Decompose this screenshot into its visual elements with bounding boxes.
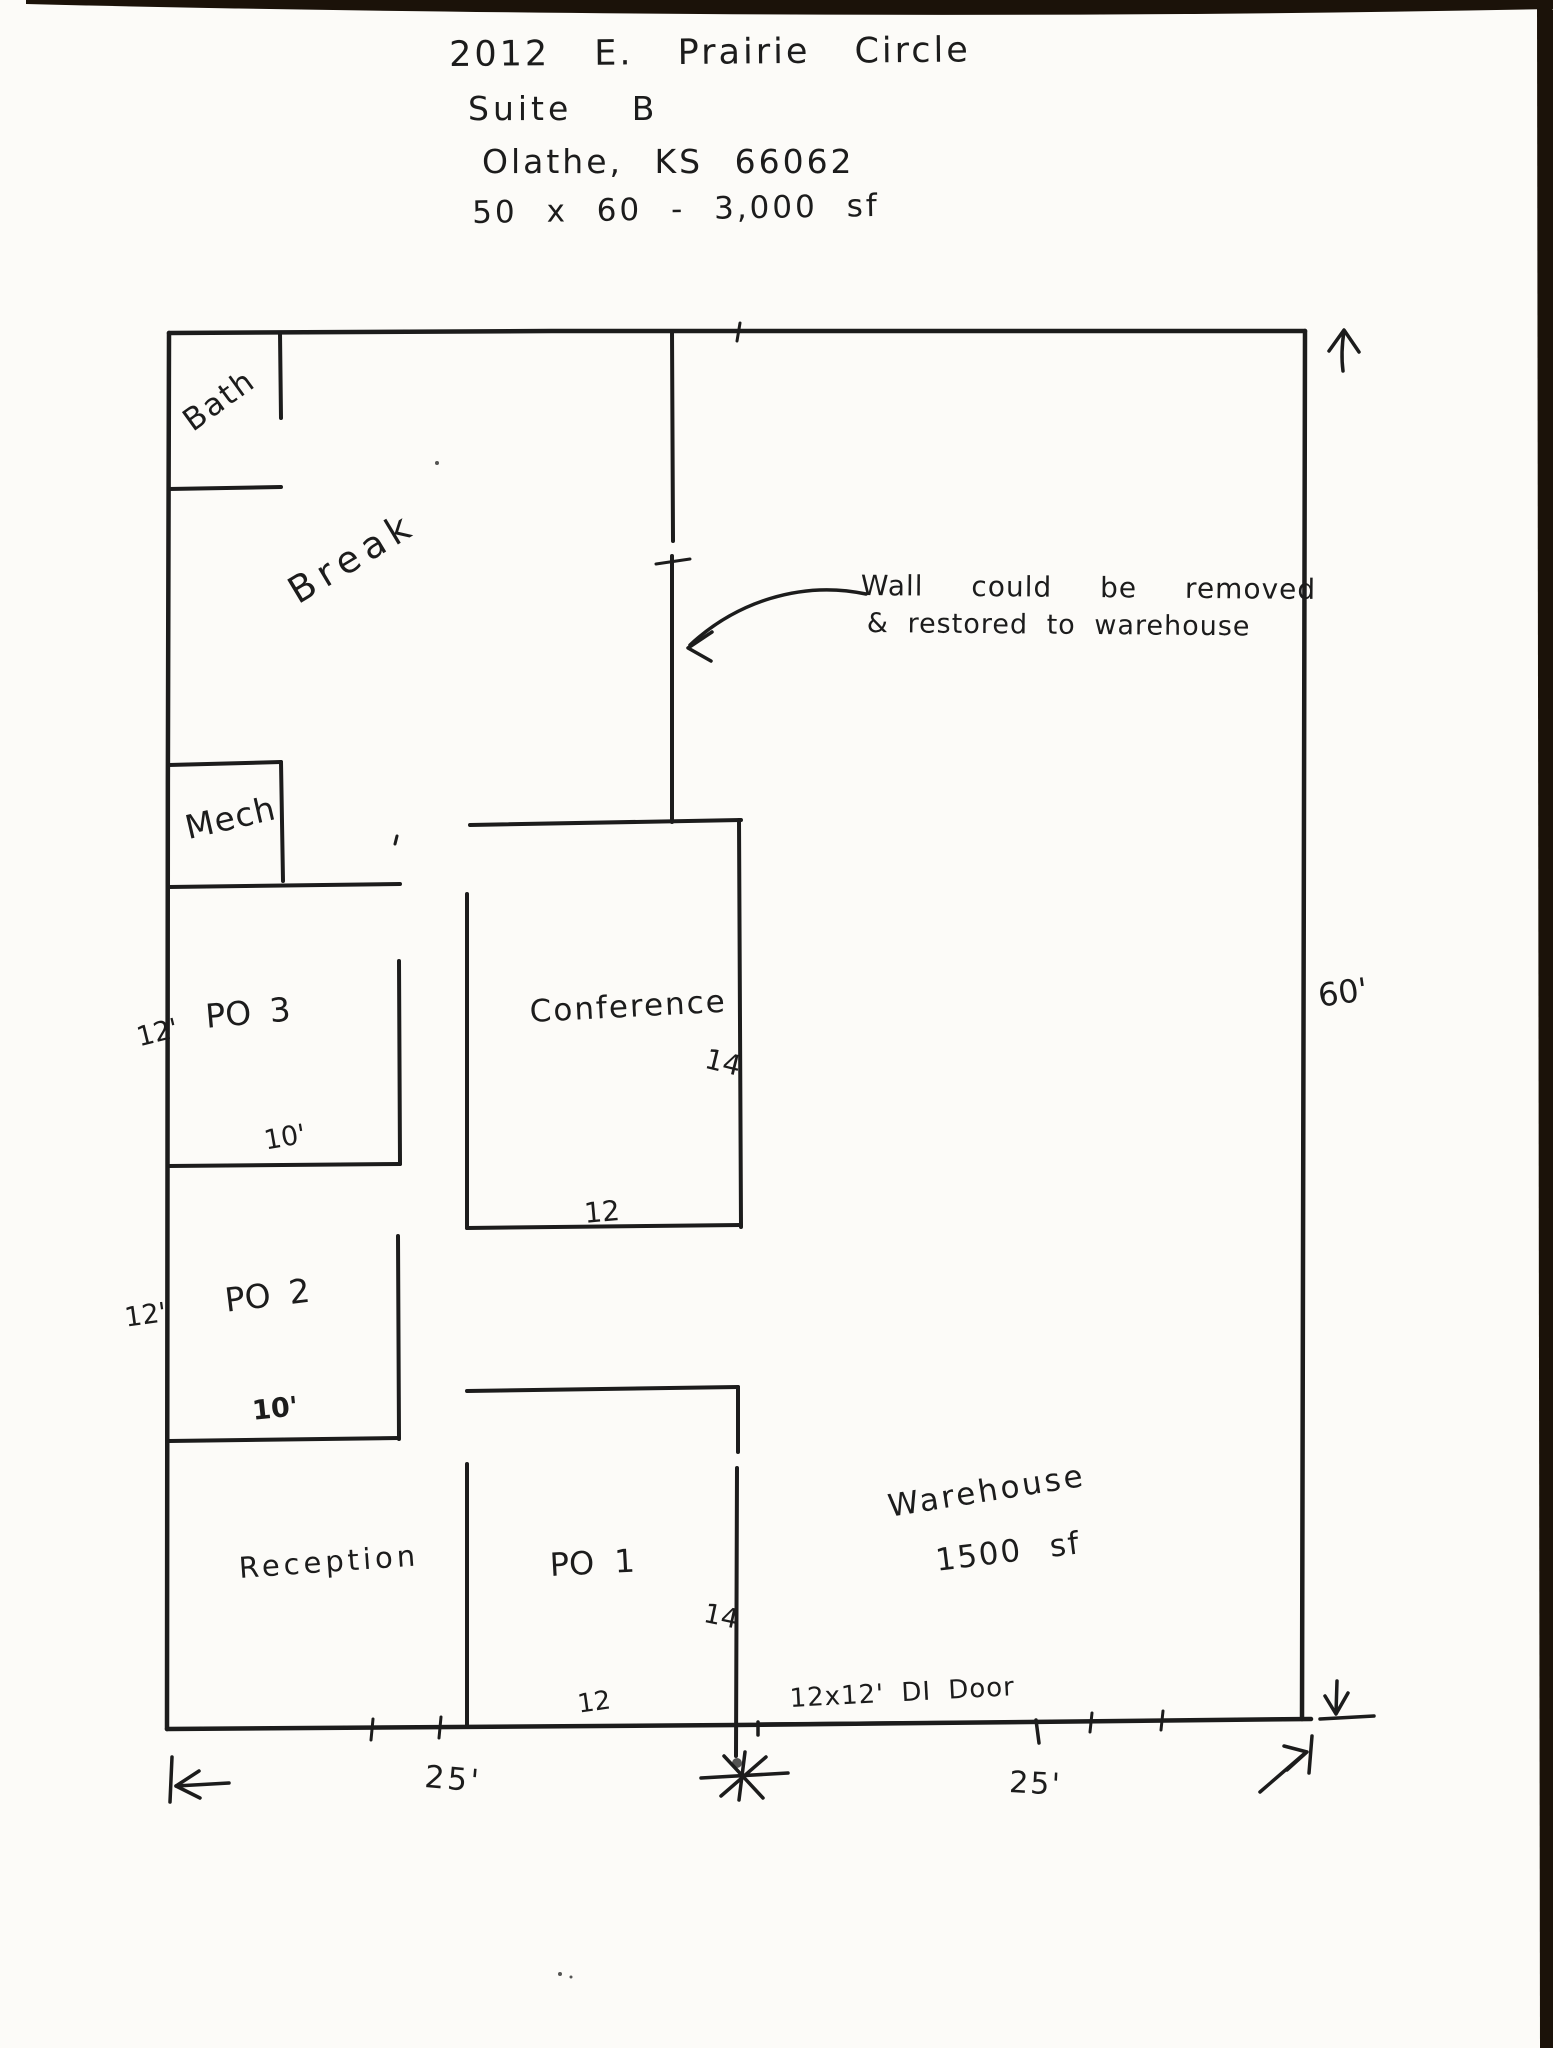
scan-edge-top <box>26 0 1553 15</box>
wall-tick <box>1159 1709 1165 1732</box>
break-warehouse-wall-upper <box>670 329 675 543</box>
header-size: 50 x 60 - 3,000 sf <box>471 187 881 231</box>
dim-po2-depth: 12' <box>122 1297 169 1334</box>
conference-top-wall <box>468 818 743 827</box>
dim-conference-width: 12 <box>582 1193 622 1230</box>
wall-cross-tick <box>654 557 692 566</box>
bath-right-wall <box>278 331 283 420</box>
paper-speck <box>569 1975 573 1979</box>
down-arrow-icon <box>1318 1679 1376 1721</box>
header-city: Olathe, KS 66062 <box>482 142 855 181</box>
conference-right-wall <box>737 818 743 1229</box>
paper-speck <box>435 461 439 465</box>
dim-po2-width: 10' <box>250 1391 300 1427</box>
room-label-po3: PO 3 <box>203 989 293 1036</box>
right-arrow-icon <box>1258 1734 1314 1794</box>
dimension-arrows <box>168 328 1376 1804</box>
header-address: 2012 E. Prairie Circle <box>448 30 971 75</box>
po2-bottom-wall <box>167 1436 401 1443</box>
outline-right-wall <box>1299 328 1308 1722</box>
room-label-po2: PO 2 <box>222 1270 313 1320</box>
wall-tick <box>1088 1711 1094 1734</box>
up-arrow-icon <box>1327 328 1361 373</box>
door-line <box>756 1720 1039 1726</box>
interior-walls <box>167 321 743 1758</box>
outline-top-wall <box>166 328 1308 336</box>
annotation-arrow-icon <box>686 588 868 663</box>
mech-right-wall <box>279 760 285 883</box>
header-suite: Suite B <box>468 89 659 128</box>
bottom-wall-ticks <box>369 1709 1165 1742</box>
annotation-line2: & restored to warehouse <box>866 608 1251 643</box>
bath-bottom-wall <box>167 485 283 491</box>
door-marking <box>756 1718 1041 1745</box>
po3-right-wall <box>397 959 402 1166</box>
top-wall-tick <box>735 321 742 343</box>
dim-po1-width: 12 <box>575 1685 613 1720</box>
paper-speck <box>558 1972 562 1976</box>
left-arrow-icon <box>168 1755 231 1804</box>
dim-overall-depth: 60' <box>1315 970 1370 1015</box>
dim-po1-depth: 14 <box>700 1598 742 1636</box>
dim-front-right-width: 25' <box>1008 1765 1063 1803</box>
scan-edge-right <box>1537 6 1553 2048</box>
door-end-tick-right <box>1034 1718 1041 1745</box>
wall-tick <box>437 1715 443 1740</box>
scan-artifacts <box>26 0 1553 2048</box>
asterisk-mark-icon <box>699 1750 790 1802</box>
po1-top-wall <box>465 1385 740 1393</box>
po2-right-wall <box>396 1234 401 1441</box>
room-label-po1: PO 1 <box>548 1541 636 1584</box>
po3-bottom-wall <box>167 1162 402 1168</box>
wall-tick <box>369 1717 375 1742</box>
annotation-line1: Wall could be removed <box>860 569 1317 606</box>
outline-bottom-wall <box>164 1716 1314 1732</box>
paper-speck <box>393 834 399 846</box>
conference-bottom-wall <box>465 1223 743 1230</box>
dim-conference-depth: 14 <box>701 1042 745 1083</box>
mech-top-wall <box>167 760 283 767</box>
po1-right-wall-lower <box>734 1466 739 1758</box>
mech-po3-divider-wall <box>167 882 402 889</box>
outline-left-wall <box>164 330 172 1732</box>
dim-po3-width: 10' <box>261 1118 309 1157</box>
dim-front-left-width: 25' <box>423 1759 484 1800</box>
